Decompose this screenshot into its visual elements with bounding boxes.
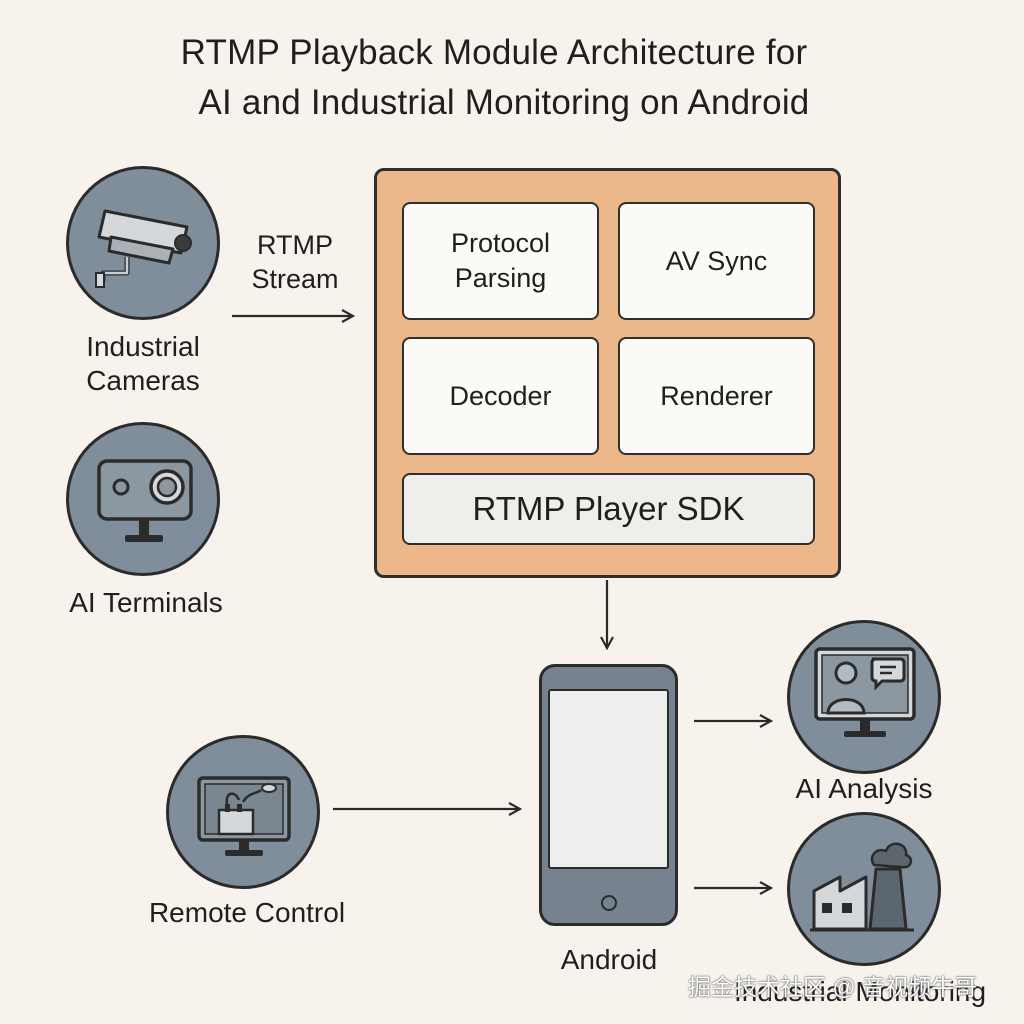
industrial-cameras-label: Industrial Cameras xyxy=(86,331,200,396)
decoder-block: Decoder xyxy=(402,337,599,455)
diagram-title-line-1: RTMP Playback Module Architecture for xyxy=(180,33,808,72)
monitor-control-icon xyxy=(197,776,291,856)
webcam-icon xyxy=(97,459,193,542)
phone-icon xyxy=(539,664,678,926)
rtmp-player-sdk-block: RTMP Player SDK xyxy=(402,473,815,545)
rtmp-stream-label: RTMP Stream xyxy=(251,230,339,294)
industrial-cameras-node xyxy=(66,166,220,320)
phone-home-button xyxy=(601,895,617,911)
remote-control-node xyxy=(166,735,320,889)
factory-icon xyxy=(810,842,914,932)
phone-screen xyxy=(548,689,669,869)
remote-control-label: Remote Control xyxy=(148,897,346,928)
industrial-monitoring-node xyxy=(787,812,941,966)
ai-terminals-label: AI Terminals xyxy=(69,587,223,618)
rtmp-player-sdk-label: RTMP Player SDK xyxy=(472,490,745,527)
renderer-label: Renderer xyxy=(660,380,773,411)
ai-terminals-node xyxy=(66,422,220,576)
decoder-label: Decoder xyxy=(449,380,552,411)
ai-analysis-node xyxy=(787,620,941,774)
diagram-title-line-2: AI and Industrial Monitoring on Android xyxy=(198,83,810,122)
watermark: 掘金技术社区 @ 音视频牛哥 xyxy=(688,974,978,1000)
protocol-parsing-block: Protocol Parsing xyxy=(402,202,599,320)
video-chat-monitor-icon xyxy=(814,647,916,737)
industrial-monitoring-label: Industrial Monitoring xyxy=(733,976,987,1007)
cctv-camera-icon xyxy=(95,209,192,288)
av-sync-label: AV Sync xyxy=(665,245,768,276)
av-sync-block: AV Sync xyxy=(618,202,815,320)
ai-analysis-label: AI Analysis xyxy=(795,773,933,804)
protocol-parsing-label: Protocol Parsing xyxy=(450,228,551,293)
renderer-block: Renderer xyxy=(618,337,815,455)
android-label: Android xyxy=(560,944,658,975)
